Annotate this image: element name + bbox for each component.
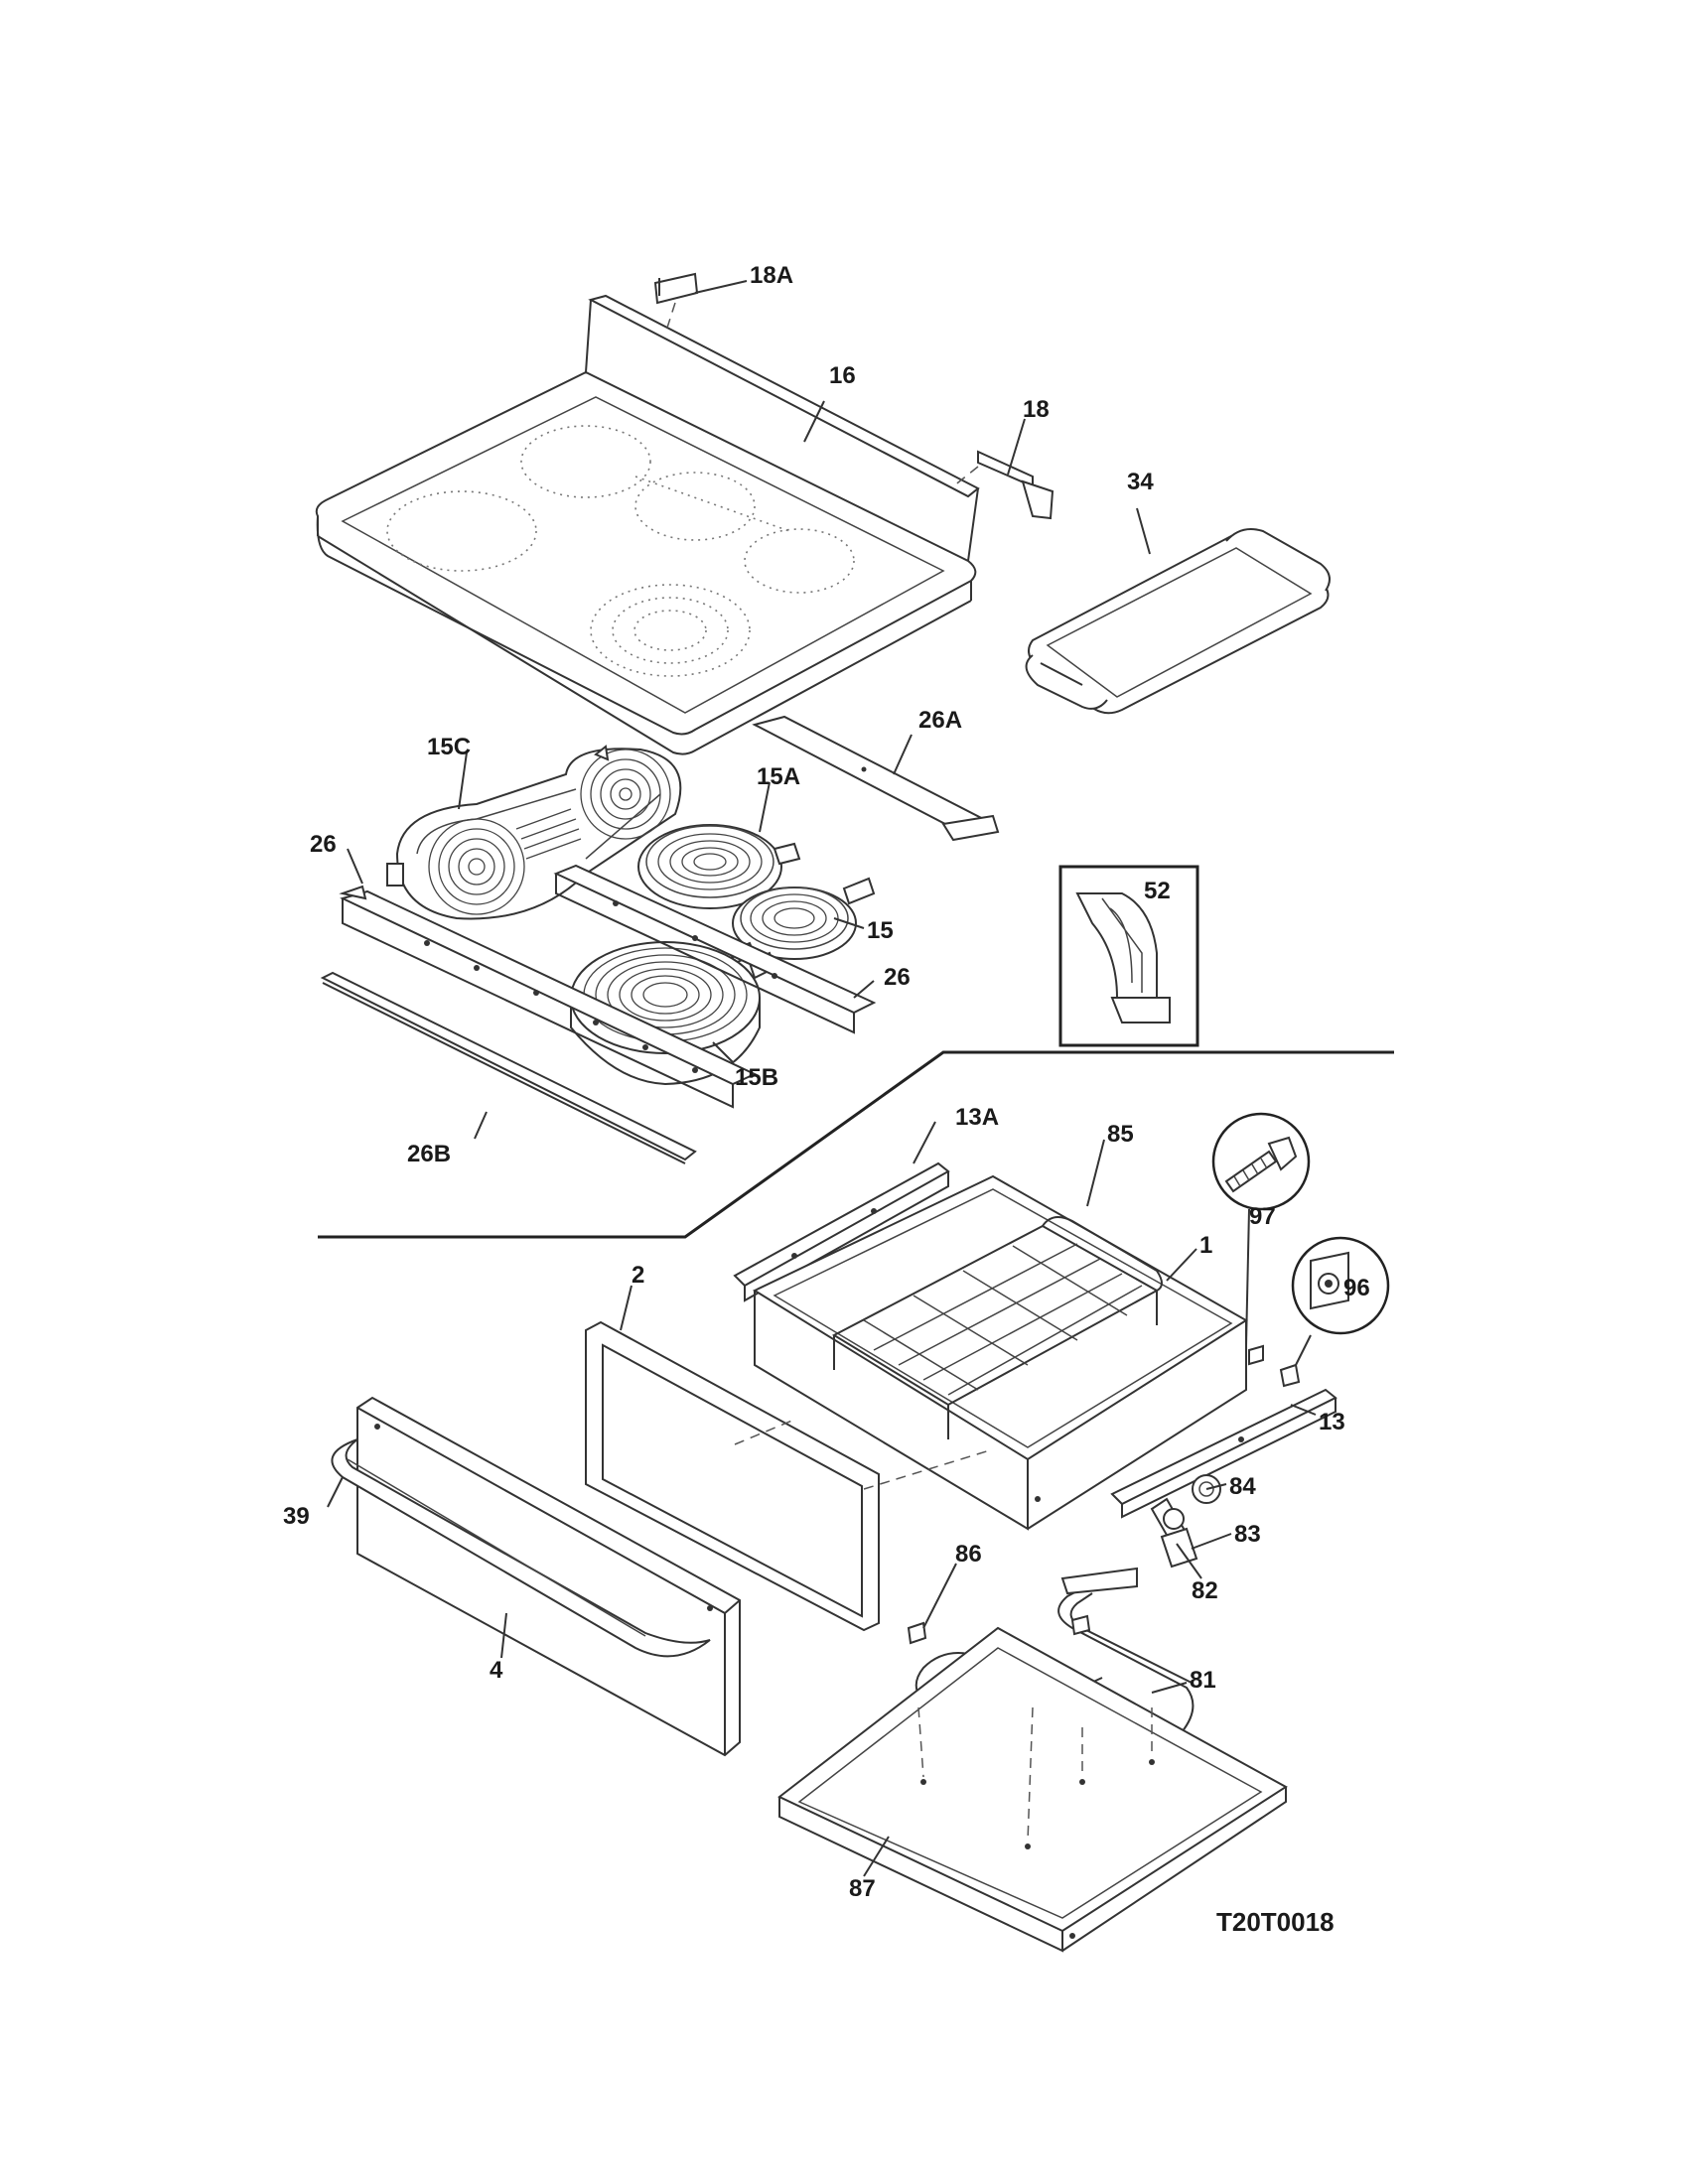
label-34: 34 — [1127, 469, 1154, 495]
drawer-slide-13 — [1110, 1388, 1337, 1519]
support-rail-26-right — [553, 864, 877, 1034]
drawer-handle — [331, 1438, 711, 1658]
label-26-left: 26 — [310, 831, 337, 858]
cooktop-glass-top — [315, 294, 980, 755]
label-83: 83 — [1234, 1521, 1261, 1548]
label-15B: 15B — [735, 1064, 778, 1091]
label-26B: 26B — [407, 1141, 451, 1167]
label-82: 82 — [1192, 1577, 1218, 1604]
drawer-front-liner — [585, 1320, 994, 1632]
label-2: 2 — [632, 1262, 644, 1289]
label-96: 96 — [1343, 1275, 1370, 1301]
label-15: 15 — [867, 917, 894, 944]
label-86: 86 — [955, 1541, 982, 1568]
label-13: 13 — [1319, 1409, 1345, 1435]
label-16: 16 — [829, 362, 856, 389]
bracket-18 — [952, 450, 1055, 520]
label-13A: 13A — [955, 1104, 999, 1131]
label-97: 97 — [1249, 1203, 1276, 1230]
label-85: 85 — [1107, 1121, 1134, 1148]
support-rail-26A — [752, 715, 1000, 842]
label-4: 4 — [490, 1657, 503, 1684]
drawer-rack — [831, 1216, 1163, 1439]
label-18A: 18A — [750, 262, 793, 289]
inset-box-52 — [1058, 865, 1199, 1047]
label-81: 81 — [1190, 1667, 1216, 1694]
label-15A: 15A — [757, 763, 800, 790]
drawer-bottom-pan — [777, 1626, 1288, 1953]
griddle — [1025, 528, 1331, 715]
element-15C-bridge — [386, 745, 682, 920]
label-39: 39 — [283, 1503, 310, 1530]
support-rail-26-left — [339, 885, 758, 1109]
callout-labels: 18A 16 18 34 26A 15C 15A 26 52 15 26 15B… — [283, 262, 1370, 1937]
label-52: 52 — [1144, 878, 1171, 904]
label-26A: 26A — [918, 707, 962, 734]
element-15A — [637, 824, 801, 909]
drawing-code: T20T0018 — [1216, 1907, 1335, 1937]
label-18: 18 — [1023, 396, 1050, 423]
strip-26B — [320, 971, 697, 1164]
label-1: 1 — [1199, 1232, 1212, 1259]
screw-97-inset — [1211, 1112, 1311, 1346]
label-87: 87 — [849, 1875, 876, 1902]
drawer-body — [752, 1174, 1248, 1531]
bracket-18A — [653, 272, 699, 329]
clip-96-inset — [1248, 1236, 1390, 1388]
section-divider-line — [318, 1050, 1394, 1239]
drawer-slide-13A — [733, 1161, 950, 1302]
leader-lines — [327, 280, 1317, 1877]
label-84: 84 — [1229, 1473, 1256, 1500]
drawer-front-panel — [356, 1396, 741, 1757]
label-15C: 15C — [427, 734, 471, 760]
label-26-right: 26 — [884, 964, 911, 991]
element-15 — [728, 877, 876, 965]
